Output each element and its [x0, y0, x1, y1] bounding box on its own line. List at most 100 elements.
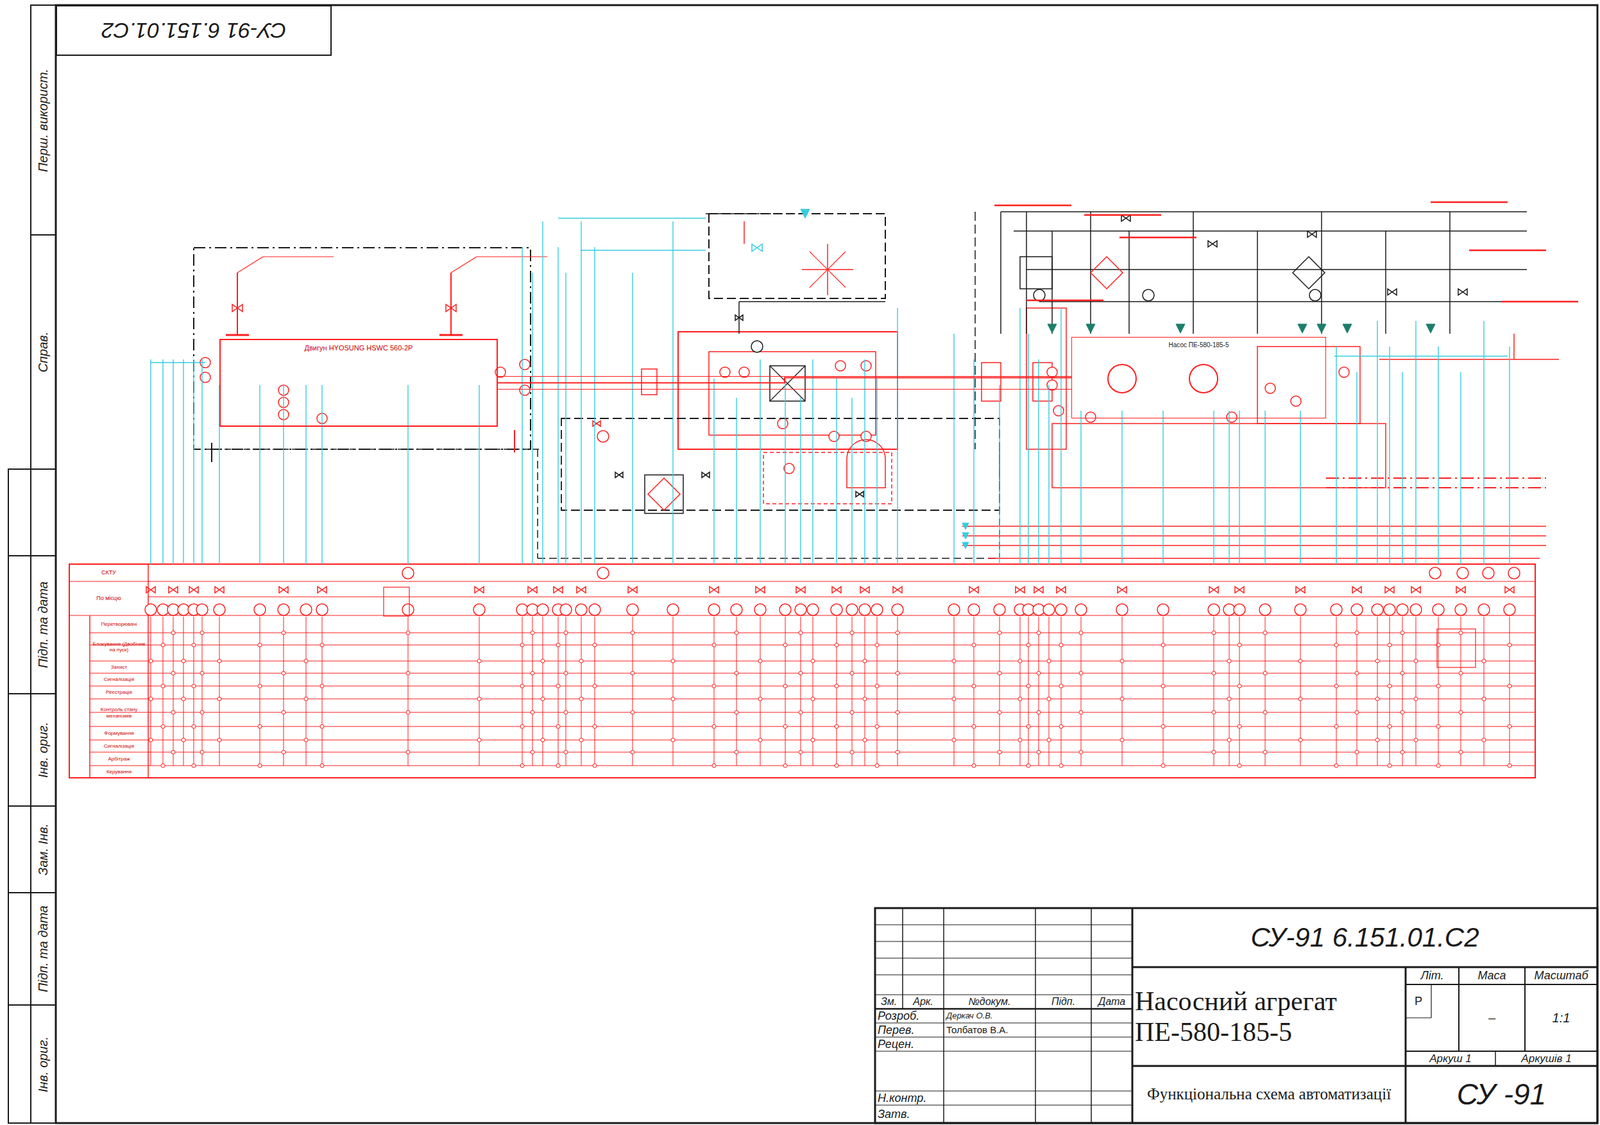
table-node: [1400, 749, 1405, 754]
table-column: [1080, 616, 1082, 766]
table-column: [672, 616, 674, 766]
table-node: [1161, 642, 1166, 647]
title-block-text: №докум.: [968, 995, 1011, 1008]
table-node: [520, 642, 525, 647]
table-node: [1354, 710, 1359, 715]
table-node: [1507, 683, 1512, 688]
table-node: [971, 724, 976, 729]
label-cell: Арк.: [902, 994, 944, 1009]
valve-symbol: [1121, 214, 1131, 222]
margin-field: Інв. ориг.: [35, 721, 51, 778]
instrument-bubble: [1455, 603, 1467, 616]
cooler-symbol: [809, 251, 846, 288]
table-node: [200, 630, 205, 635]
impulse-line: [1401, 372, 1403, 564]
table-node: [320, 683, 324, 688]
instrument-bubble: [730, 603, 743, 616]
title-block: [875, 993, 1133, 995]
table-node: [850, 671, 854, 675]
table-node: [1387, 763, 1392, 768]
title-block: [1405, 983, 1598, 985]
transmitter-box: [383, 587, 410, 616]
flow-arrow: [1047, 323, 1057, 333]
side-strip: [30, 5, 56, 469]
table-node: [161, 763, 165, 768]
table-node: [1334, 642, 1339, 647]
table-node: [320, 724, 324, 729]
table-node: [217, 696, 222, 701]
table-node: [1298, 658, 1303, 663]
table-node: [1237, 642, 1242, 647]
valve-symbol: [1458, 288, 1468, 296]
table-node: [952, 696, 956, 701]
impulse-line: [759, 359, 761, 564]
title-block-text: Зм.: [880, 995, 897, 1008]
impulse-line: [478, 384, 480, 564]
table-column: [1213, 616, 1215, 766]
instrument-bubble: [1142, 289, 1155, 301]
title-block-text: Толбатов В.А.: [946, 1023, 1009, 1035]
table-column: [1356, 616, 1358, 766]
process-pipe: [1128, 230, 1130, 334]
table-node: [579, 696, 584, 701]
instrument-bubble: [1053, 405, 1064, 416]
table-node: [971, 763, 976, 768]
label-cell: Літ.: [1405, 966, 1459, 985]
side-strip: [8, 1004, 56, 1006]
table-column: [1020, 616, 1021, 766]
table-node: [1436, 683, 1441, 688]
table-node: [1211, 671, 1216, 675]
table-node: [257, 642, 262, 647]
impulse-line: [1019, 307, 1021, 564]
table-column: [183, 616, 185, 766]
table-node: [895, 710, 900, 715]
title-block-text: –: [1488, 1010, 1496, 1026]
table-node: [406, 749, 410, 754]
label-cell: Деркач О.В.: [943, 1008, 1036, 1023]
table-node: [850, 749, 854, 754]
table-node: [217, 737, 222, 742]
label-cell: 1:1: [1524, 984, 1598, 1051]
label-cell: СКТУ: [69, 563, 149, 582]
title-block: [875, 907, 1598, 1123]
table-node: [579, 737, 584, 742]
flow-arrow: [1086, 323, 1096, 333]
impulse-line: [580, 221, 582, 564]
instrument-bubble: [1290, 395, 1302, 407]
instrument-bubble: [402, 567, 414, 579]
table-column: [876, 616, 878, 766]
table-rule: [89, 615, 91, 778]
table-node: [520, 763, 525, 768]
impulse-line: [1460, 372, 1461, 564]
impulse-line: [521, 246, 523, 564]
table-node: [834, 724, 839, 729]
table-column: [1509, 616, 1511, 766]
instrument-bubble: [754, 603, 766, 616]
title-block: [1405, 1016, 1432, 1018]
table-node: [530, 671, 535, 675]
table-node: [1263, 710, 1268, 715]
oil-filter: [644, 474, 684, 514]
table-node: [850, 630, 854, 635]
table-node: [1036, 710, 1041, 715]
impulse-line: [998, 384, 1000, 564]
table-node: [798, 671, 803, 675]
table-column: [1048, 616, 1050, 766]
valve-symbol: [232, 304, 243, 312]
table-node: [540, 696, 545, 701]
valve-symbol: [146, 586, 156, 593]
title-block-text: Аркуш 1: [1429, 1052, 1472, 1065]
title-block: [1430, 984, 1432, 1018]
table-column: [532, 616, 534, 766]
table-row-name: СКТУ: [101, 569, 117, 576]
process-pipe: [1000, 211, 1002, 334]
table-column: [1415, 616, 1417, 766]
instrument-bubble: [777, 418, 788, 429]
table-rule: [147, 563, 149, 778]
title-block-text: СУ-91 6.151.01.С2: [1250, 921, 1479, 953]
equipment-name: Насос ПЕ-580-185-5: [1168, 341, 1229, 349]
table-node: [671, 658, 675, 663]
instrument-bubble: [860, 360, 872, 371]
table-node: [1227, 696, 1232, 701]
table-node: [1161, 683, 1166, 688]
